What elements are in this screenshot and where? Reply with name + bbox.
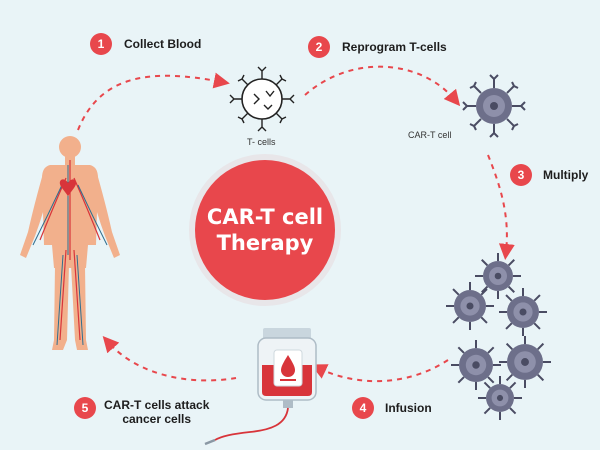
step-5-badge: 5 — [74, 397, 96, 419]
car-t-cell-cluster-item — [478, 376, 522, 420]
car-t-cell-cluster-item — [446, 282, 494, 330]
center-title-line2: Therapy — [216, 231, 314, 255]
car-t-cell-cluster-icon — [446, 253, 551, 420]
car-t-cell-caption: CAR-T cell — [408, 130, 452, 140]
step-1-badge: 1 — [90, 33, 112, 55]
arrow-1-to-tcells — [77, 72, 230, 131]
step-5-label-line1: CAR-T cells attack — [104, 398, 210, 412]
arrow-4-to-bag — [310, 359, 449, 383]
car-t-cell-cluster-item — [499, 288, 547, 336]
car-t-cell-icon — [462, 74, 526, 138]
step-4-label: Infusion — [385, 401, 432, 415]
step-5-label-line2: cancer cells — [122, 412, 192, 426]
center-title-line1: CAR-T cell — [206, 205, 324, 229]
iv-bag-icon — [204, 328, 317, 446]
step-5-label: CAR-T cells attack cancer cells — [104, 398, 209, 426]
t-cell-icon — [229, 66, 295, 132]
t-cells-caption: T- cells — [247, 137, 276, 147]
step-1-label: Collect Blood — [124, 37, 202, 51]
car-t-cell-cluster-item — [451, 340, 501, 390]
step-3-badge: 3 — [510, 164, 532, 186]
arrow-3-down — [487, 154, 515, 260]
step-3-label: Multiply — [543, 168, 589, 182]
human-body-icon — [20, 136, 120, 350]
step-2-label: Reprogram T-cells — [342, 40, 447, 54]
center-title-circle: CAR-T cell Therapy — [195, 160, 335, 300]
car-t-cell-cluster-item — [499, 336, 551, 388]
car-t-cell-cluster-item — [475, 253, 521, 299]
step-2-badge: 2 — [308, 36, 330, 58]
step-4-badge: 4 — [352, 397, 374, 419]
arrow-2-to-cart — [304, 65, 461, 107]
arrow-5-to-body — [102, 336, 237, 382]
